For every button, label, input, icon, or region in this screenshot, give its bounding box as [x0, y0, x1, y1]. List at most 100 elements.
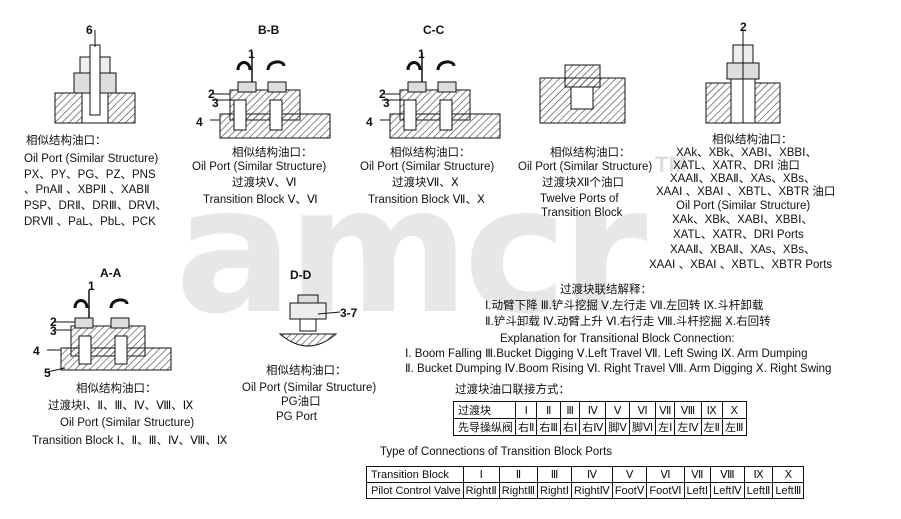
fig5-en-line-4: XAAⅠ 、XBAⅠ 、XBTL、XBTR Ports — [649, 259, 833, 271]
table-cell: 左Ⅱ — [700, 418, 723, 436]
fig4-cn-line: 过渡块Ⅻ个油口 — [542, 177, 625, 189]
cc-callout-4: 4 — [366, 115, 373, 129]
table-cell: RightⅣ — [570, 482, 613, 499]
transition-block-drawing-cc — [380, 52, 501, 139]
fig1-en-title: Oil Port (Similar Structure) — [24, 153, 159, 165]
cc-callout-1: 1 — [418, 47, 425, 61]
table-cell: Transition Block — [366, 466, 464, 483]
fig5-cn-line-2: XATL、XATR、DRⅠ 油口 — [673, 160, 800, 172]
bb-callout-4: 4 — [196, 115, 203, 129]
fig5-en-line-3: XAAⅡ、XBAⅡ、XAs、XBs、 — [670, 244, 816, 256]
fig1-line-4: DRⅦ 、PaL、PbL、PCK — [24, 216, 156, 228]
dd-en-title: Oil Port (Similar Structure) — [242, 382, 377, 394]
table-cell: FootⅤ — [611, 482, 648, 499]
section-label-cc: C-C — [423, 23, 445, 37]
bb-callout-3: 3 — [212, 96, 219, 110]
table-cell: Ⅱ — [536, 401, 562, 419]
table-cell: RightⅠ — [537, 482, 572, 499]
fig1-line-3: PSP、DRⅡ、DRⅢ、DRⅥ、 — [24, 200, 168, 212]
cc-en-title: Oil Port (Similar Structure) — [360, 161, 495, 173]
dd-callout-3-7: 3-7 — [340, 306, 358, 320]
table-cell: Ⅲ — [560, 401, 581, 419]
table-cell: Ⅸ — [743, 466, 774, 483]
aa-callout-2: 2 — [50, 315, 57, 329]
fig5-en-line-1: XAk、XBk、XABⅠ、XBBⅠ、 — [672, 214, 813, 226]
plug-drawing — [539, 64, 626, 124]
fig5-cn-line-3: XAAⅡ、XBAⅡ、XAs、XBs、 — [670, 173, 816, 185]
table-row: 过渡块 Ⅰ Ⅱ Ⅲ Ⅳ Ⅴ Ⅵ Ⅶ Ⅷ Ⅸ Ⅹ — [453, 401, 747, 419]
table-cell: Pilot Control Valve — [366, 482, 464, 499]
table-cell: Ⅹ — [772, 466, 805, 483]
aa-callout-3: 3 — [50, 324, 57, 338]
cn-connection-table: 过渡块 Ⅰ Ⅱ Ⅲ Ⅳ Ⅴ Ⅵ Ⅶ Ⅷ Ⅸ Ⅹ 先导操纵阀 右Ⅱ 右Ⅲ 右Ⅰ 右… — [453, 401, 747, 436]
port-fitting-drawing-6 — [54, 30, 136, 124]
dd-line-1: PG油口 — [281, 396, 321, 408]
fig5-en-title: Oil Port (Similar Structure) — [676, 200, 811, 212]
table-cell: 左Ⅳ — [674, 418, 702, 436]
table-cell: 先导操纵阀 — [453, 418, 516, 436]
bb-callout-2: 2 — [208, 87, 215, 101]
table-cell: LeftⅠ — [683, 482, 712, 499]
table-cell: Ⅴ — [605, 401, 630, 419]
trademark-mark: TM — [655, 152, 687, 177]
bb-cn-line: 过渡块Ⅴ、Ⅵ — [232, 177, 297, 189]
fig5-cn-title: 相似结构油口： — [712, 134, 793, 146]
cn-table-title: 过渡块油口联接方式： — [455, 384, 570, 396]
dd-cn-title: 相似结构油口： — [266, 365, 347, 377]
table-cell: 右Ⅱ — [514, 418, 538, 436]
table-row: 先导操纵阀 右Ⅱ 右Ⅲ 右Ⅰ 右Ⅳ 脚Ⅴ 脚Ⅵ 左Ⅰ 左Ⅳ 左Ⅱ 左Ⅲ — [453, 418, 747, 436]
aa-callout-1: 1 — [88, 279, 95, 293]
explanation-cn-line-1: Ⅰ.动臂下降 Ⅲ.铲斗挖掘 Ⅴ.左行走 Ⅶ.左回转 Ⅸ.斗杆卸载 — [485, 300, 764, 312]
table-cell: 过渡块 — [453, 401, 516, 419]
pg-port-drawing-dd — [278, 294, 341, 347]
fig5-cn-line-4: XAAⅠ 、XBAⅠ 、XBTL、XBTR 油口 — [656, 186, 836, 198]
table-cell: Ⅶ — [683, 466, 712, 483]
fig5-en-line-2: XATL、XATR、DRⅠ Ports — [673, 229, 804, 241]
table-cell: Ⅳ — [579, 401, 607, 419]
en-connection-table: Transition Block Ⅰ Ⅱ Ⅲ Ⅳ Ⅴ Ⅵ Ⅶ Ⅷ Ⅸ Ⅹ Pil… — [366, 466, 805, 499]
section-label-aa: A-A — [100, 266, 122, 280]
callout-6: 6 — [86, 23, 93, 37]
aa-en-line: Transition Block Ⅰ、Ⅱ、Ⅲ、Ⅳ、Ⅷ、Ⅸ — [32, 435, 228, 447]
cc-en-line: Transition Block Ⅶ、Ⅹ — [368, 194, 485, 206]
table-cell: RightⅢ — [498, 482, 539, 499]
fig4-cn-title: 相似结构油口： — [550, 147, 631, 159]
table-cell: Ⅶ — [655, 401, 676, 419]
cc-callout-3: 3 — [383, 96, 390, 110]
section-label-bb: B-B — [258, 23, 280, 37]
table-cell: LeftⅢ — [772, 482, 805, 499]
fig4-en-title: Oil Port (Similar Structure) — [518, 161, 653, 173]
table-cell: LeftⅡ — [743, 482, 774, 499]
table-cell: Ⅸ — [700, 401, 723, 419]
table-cell: 左Ⅰ — [655, 418, 676, 436]
fig5-cn-line-1: XAk、XBk、XABⅠ、XBBⅠ、 — [676, 147, 817, 159]
table-cell: RightⅡ — [462, 482, 500, 499]
fig4-en-line-2: Transition Block — [541, 207, 623, 219]
en-table-title: Type of Connections of Transition Block … — [380, 446, 613, 458]
fig1-cn-title: 相似结构油口： — [26, 135, 107, 147]
aa-cn-line: 过渡块Ⅰ、Ⅱ、Ⅲ、Ⅳ、Ⅷ、Ⅸ — [48, 400, 194, 412]
table-cell: Ⅴ — [611, 466, 648, 483]
section-label-dd: D-D — [290, 268, 312, 282]
table-cell: 左Ⅲ — [721, 418, 747, 436]
fig1-line-2: 、PnAⅡ 、XBPⅡ 、XABⅡ — [24, 184, 150, 196]
bb-cn-title: 相似结构油口： — [232, 147, 313, 159]
table-cell: 右Ⅰ — [560, 418, 581, 436]
aa-callout-4: 4 — [33, 344, 40, 358]
bb-callout-1: 1 — [248, 47, 255, 61]
aa-en-title: Oil Port (Similar Structure) — [60, 417, 195, 429]
callout-2: 2 — [740, 20, 747, 34]
explanation-en-line-1: Ⅰ. Boom Falling Ⅲ.Bucket Digging Ⅴ.Left … — [405, 348, 808, 360]
table-cell: Ⅵ — [646, 466, 685, 483]
table-cell: Ⅷ — [710, 466, 745, 483]
table-cell: Ⅱ — [498, 466, 539, 483]
cc-callout-2: 2 — [379, 87, 386, 101]
table-cell: Ⅰ — [462, 466, 500, 483]
port-fitting-drawing-2 — [705, 30, 781, 124]
table-cell: 右Ⅲ — [536, 418, 562, 436]
explanation-cn-title: 过渡块联结解释： — [560, 284, 652, 296]
table-cell: Ⅹ — [721, 401, 747, 419]
explanation-en-title: Explanation for Transitional Block Conne… — [500, 333, 735, 345]
table-cell: Ⅰ — [514, 401, 538, 419]
fig1-line-1: PX、PY、PG、PZ、PNS — [24, 169, 156, 181]
